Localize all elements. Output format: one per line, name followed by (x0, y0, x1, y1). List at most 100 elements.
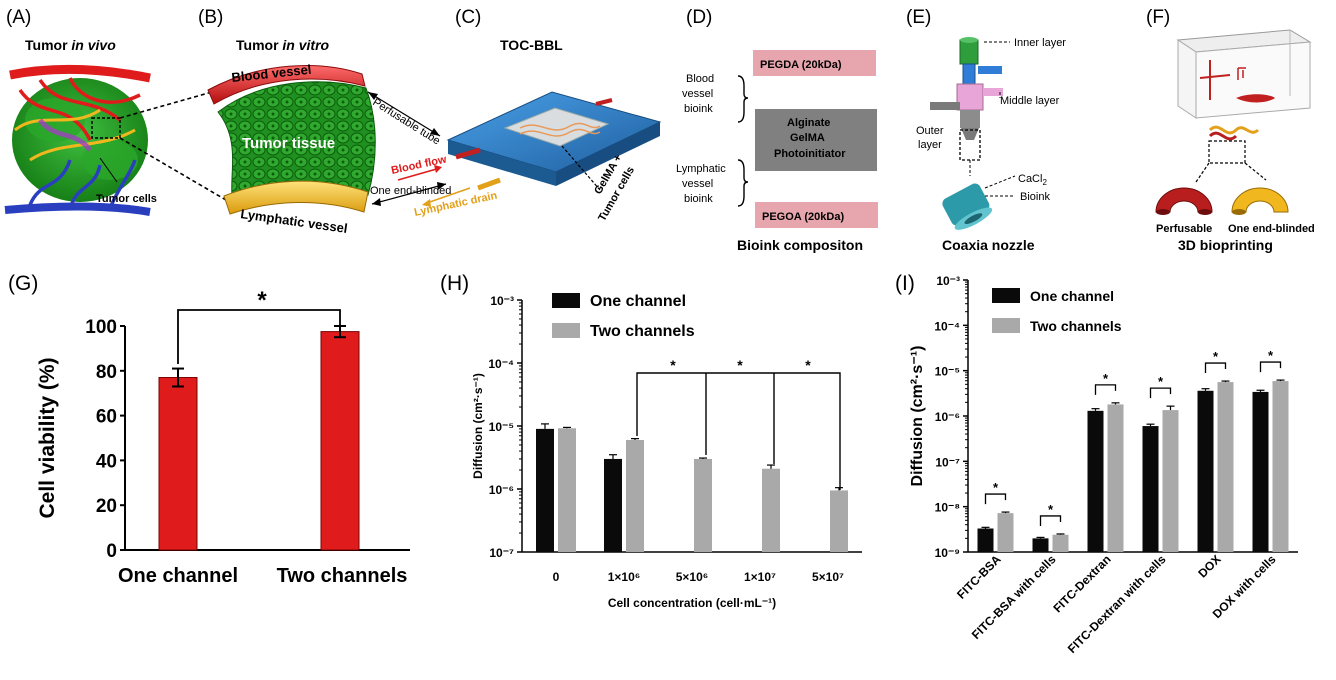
panel-h-letter: (H) (440, 272, 469, 295)
panel-a: (A) Tumor in vivo Tumor cells (4, 7, 227, 216)
chart-i-significance-bracket (1149, 387, 1172, 399)
gelma-label: GelMA (790, 132, 825, 144)
chart-i-y-label: Diffusion (cm²·s⁻¹) (909, 346, 926, 487)
chart-g-y-label: Cell viability (%) (36, 357, 59, 518)
chart-g-bar (320, 331, 360, 551)
chart-h-bar-one-channel (604, 458, 622, 552)
coaxial-nozzle-illustration (930, 37, 1016, 230)
panel-e-letter: (E) (906, 7, 931, 28)
chart-i-bar-two-channels (1052, 534, 1069, 552)
chart-h-significance-bracket (636, 372, 841, 490)
chart-h-ytick-label: 10⁻⁶ (489, 483, 514, 497)
chart-h-bar-two-channels (762, 468, 780, 552)
chart-i: 10⁻³10⁻⁴10⁻⁵10⁻⁶10⁻⁷10⁻⁸10⁻⁹FITC-BSAFITC… (909, 274, 1298, 656)
chart-i-ytick-label: 10⁻⁷ (935, 455, 960, 469)
chart-g-ytick-label: 100 (85, 317, 117, 338)
chart-g-bar (158, 377, 198, 551)
blood-bioink-line2: vessel (682, 88, 713, 100)
chart-h-ytick-label: 10⁻⁵ (489, 420, 514, 434)
chart-g-ytick-label: 80 (96, 362, 117, 383)
chart-i-bar-two-channels (1107, 404, 1124, 552)
panel-i-letter: (I) (895, 272, 915, 295)
chart-h-bar-two-channels (694, 458, 712, 552)
panel-d-caption: Bioink compositon (737, 237, 863, 253)
chart-i-legend-label: Two channels (1030, 318, 1122, 334)
chart-h-significance-star: * (670, 357, 676, 373)
one-end-blinded-label: One end-blinded (370, 185, 451, 197)
chart-i-bar-one-channel (1252, 391, 1269, 552)
chart-i-bar-two-channels (997, 513, 1014, 552)
bioink-label: Bioink (1020, 191, 1050, 203)
chart-h-y-label: Diffusion (cm²·s⁻¹) (471, 373, 485, 479)
tumor-tissue-label: Tumor tissue (242, 135, 335, 152)
chart-g-category-label: Two channels (277, 565, 408, 587)
chart-i-bar-two-channels (1217, 382, 1234, 552)
panel-g-letter: (G) (8, 272, 38, 295)
chart-i-significance-bracket (984, 493, 1007, 505)
chart-i-ytick-label: 10⁻⁴ (934, 319, 960, 333)
panel-d: (D) PEGDA (20kDa) Blood vessel bioink Al… (676, 7, 878, 253)
photoinitiator-label: Photoinitiator (774, 148, 846, 160)
chart-g-ytick-label: 40 (96, 451, 117, 472)
chart-i-bar-two-channels (1272, 381, 1289, 552)
panel-b-title: Tumor in vitro (236, 37, 330, 53)
chart-i-significance-star: * (1158, 374, 1164, 389)
perfusable-label: Perfusable (1156, 223, 1212, 235)
lymphatic-vessel-shape (223, 180, 369, 215)
perfusable-tube-label: Perfusable tube (370, 96, 442, 147)
chart-i-bar-one-channel (1142, 426, 1159, 552)
chart-i-category-label: FITC-BSA (954, 552, 1004, 602)
chart-i-bar-two-channels (1162, 410, 1179, 552)
chart-i-ytick-label: 10⁻⁶ (935, 410, 960, 424)
panel-e-caption: Coaxia nozzle (942, 237, 1035, 253)
outer-layer-line2: layer (918, 139, 942, 151)
chart-i-ytick-label: 10⁻⁸ (935, 501, 960, 515)
chart-h-x-label: Cell concentration (cell·mL⁻¹) (608, 596, 776, 610)
blood-vessel-shape (207, 65, 366, 105)
chart-i-significance-star: * (1048, 502, 1054, 517)
chart-h-bar-two-channels (558, 428, 576, 552)
panel-i: (I) 10⁻³10⁻⁴10⁻⁵10⁻⁶10⁻⁷10⁻⁸10⁻⁹FITC-BSA… (895, 272, 1298, 656)
blood-bioink-line1: Blood (686, 73, 714, 85)
pegoa-box (755, 202, 878, 228)
chart-h-legend-swatch (552, 293, 580, 308)
panel-c: (C) TOC-BBL GelMA + Tumor cells (446, 7, 662, 224)
chart-h-ytick-label: 10⁻⁷ (489, 546, 514, 560)
panel-a-title: Tumor in vivo (25, 37, 116, 53)
pegoa-label: PEGOA (20kDa) (762, 211, 844, 223)
panel-f-caption: 3D bioprinting (1178, 237, 1273, 253)
lymph-bioink-line2: vessel (682, 178, 713, 190)
chart-g-ytick-label: 0 (106, 541, 117, 562)
chart-g-significance-bracket (177, 309, 341, 364)
one-end-blinded-f-label: One end-blinded (1228, 223, 1315, 235)
chart-i-significance-bracket (1039, 515, 1062, 526)
chart-i-legend-swatch (992, 288, 1020, 303)
chart-i-bar-one-channel (1032, 538, 1049, 552)
cacl2-label: CaCl2 (1018, 173, 1047, 187)
chip-illustration (446, 91, 662, 191)
lymph-bioink-line1: Lymphatic (676, 163, 726, 175)
alginate-label: Alginate (787, 117, 830, 129)
panel-e: (E) Inner layer Middle layer Out (906, 7, 1066, 253)
chart-i-significance-star: * (1268, 348, 1274, 363)
chart-i-bar-one-channel (977, 528, 994, 552)
chart-i-significance-bracket (1259, 361, 1282, 373)
panel-a-letter: (A) (6, 7, 31, 28)
chart-h-ytick-label: 10⁻³ (490, 294, 514, 308)
chart-i-legend-swatch (992, 318, 1020, 333)
chart-h-legend-label: Two channels (590, 323, 695, 340)
chart-g-ytick-label: 20 (96, 496, 117, 517)
chart-h-category-label: 0 (553, 570, 560, 584)
tumor-tissue-illustration (217, 81, 376, 199)
panel-f-letter: (F) (1146, 7, 1170, 28)
chart-i-category-label: DOX (1195, 552, 1223, 580)
chart-h-bar-two-channels (626, 439, 644, 552)
chart-i-significance-star: * (1103, 371, 1109, 386)
chart-i-significance-bracket (1094, 384, 1117, 395)
chart-h-significance-star: * (737, 357, 743, 373)
chart-i-legend-label: One channel (1030, 288, 1114, 304)
